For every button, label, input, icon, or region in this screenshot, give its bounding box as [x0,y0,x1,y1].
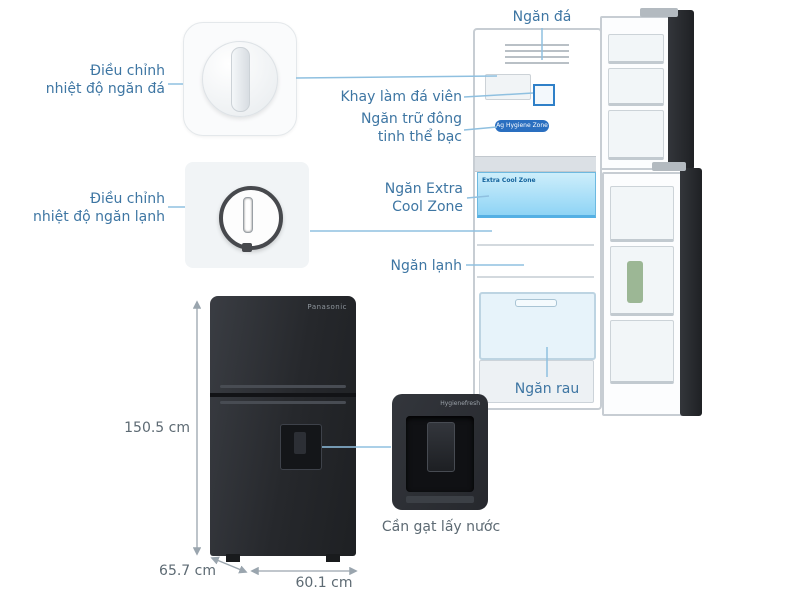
callout-water-lever: Cần gạt lấy nước [381,519,501,535]
door-bin [610,186,674,242]
door-bin [608,110,664,160]
freezer-door-handle [220,385,346,388]
extra-cool-zone-text: Extra Cool Zone [482,177,536,184]
vegetable-drawer [479,292,596,360]
callout-freezer-dial-line2: nhiệt độ ngăn đá [45,81,165,97]
callout-extra-cool-line2: Cool Zone [392,199,463,215]
fridge-shelf [477,276,594,278]
brand-logo: Panasonic [307,303,347,311]
dimension-height-label: 150.5 cm [124,420,190,436]
freezer-dial-closeup [183,22,297,136]
callout-fridge-dial: Điều chỉnh nhiệt độ ngăn lạnh [30,190,165,226]
fridge-dial-ring [219,186,283,250]
fridge-door-open [602,172,684,416]
hygiene-zone-badge: Ag Hygiene Zone [495,120,549,132]
water-dispenser [280,424,322,470]
fridge-dial-closeup [185,162,309,268]
fridge-foot [326,554,340,562]
door-bin [608,34,664,64]
callout-extra-cool: Ngăn Extra Cool Zone [355,180,463,216]
door-bin [610,246,674,316]
bottom-drawer [479,360,594,403]
callout-freezer-dial: Điều chỉnh nhiệt độ ngăn đá [30,62,165,98]
freezer-dial-lever [231,47,250,112]
fridge-exterior: Panasonic [210,296,356,562]
callout-silver-freezing-line2: tinh thể bạc [377,129,462,145]
callout-fridge-dial-line1: Điều chỉnh [90,191,165,207]
door-bin [610,320,674,384]
dispenser-drip-tray [406,496,474,503]
fridge-dial-pointer [243,197,253,233]
dispenser-closeup: Hygienefresh [392,394,488,510]
fridge-dial-tab [242,243,252,252]
callout-ice-tray: Khay làm đá viên [340,89,462,105]
vegetable-drawer-handle [515,299,557,307]
fridge-shelf [477,244,594,246]
dimension-width-label: 60.1 cm [295,575,353,591]
callout-silver-freezing: Ngăn trữ đông tinh thể bạc [340,110,462,146]
leader-freezer-dial-to-fridge [295,75,498,79]
callout-freezer: Ngăn đá [512,9,572,25]
callout-freezer-dial-line1: Điều chỉnh [90,63,165,79]
callout-fridge-dial-line2: nhiệt độ ngăn lạnh [33,209,165,225]
dispenser-recess [406,416,474,492]
dispenser-lever [427,422,455,472]
top-door-hinge [640,8,678,17]
freezer-door-open [600,16,674,170]
callout-silver-freezing-line1: Ngăn trữ đông [360,111,462,127]
freezer-door-edge [668,10,694,170]
freezer-vent-grille [505,44,569,66]
door-gap [210,393,356,397]
fridge-door-handle [220,401,346,404]
fridge-foot [226,554,240,562]
water-dispenser-lever [294,432,306,454]
dimension-depth-label: 65.7 cm [159,563,216,579]
callout-cool-compartment: Ngăn lạnh [390,258,462,274]
dispenser-closeup-text: Hygienefresh [440,400,480,407]
callout-extra-cool-line1: Ngăn Extra [384,181,463,197]
ice-making-box [485,74,531,100]
door-bin [608,68,664,106]
extra-cool-zone-shelf: Extra Cool Zone [477,172,596,218]
bottle [627,261,643,303]
middle-door-hinge [652,162,686,171]
fridge-door-edge [680,168,702,416]
compartment-divider [475,156,596,172]
callout-vegetable-drawer: Ngăn rau [514,381,580,397]
ice-tray-highlight-box [533,84,555,106]
freezer-dial-knob [202,41,278,117]
